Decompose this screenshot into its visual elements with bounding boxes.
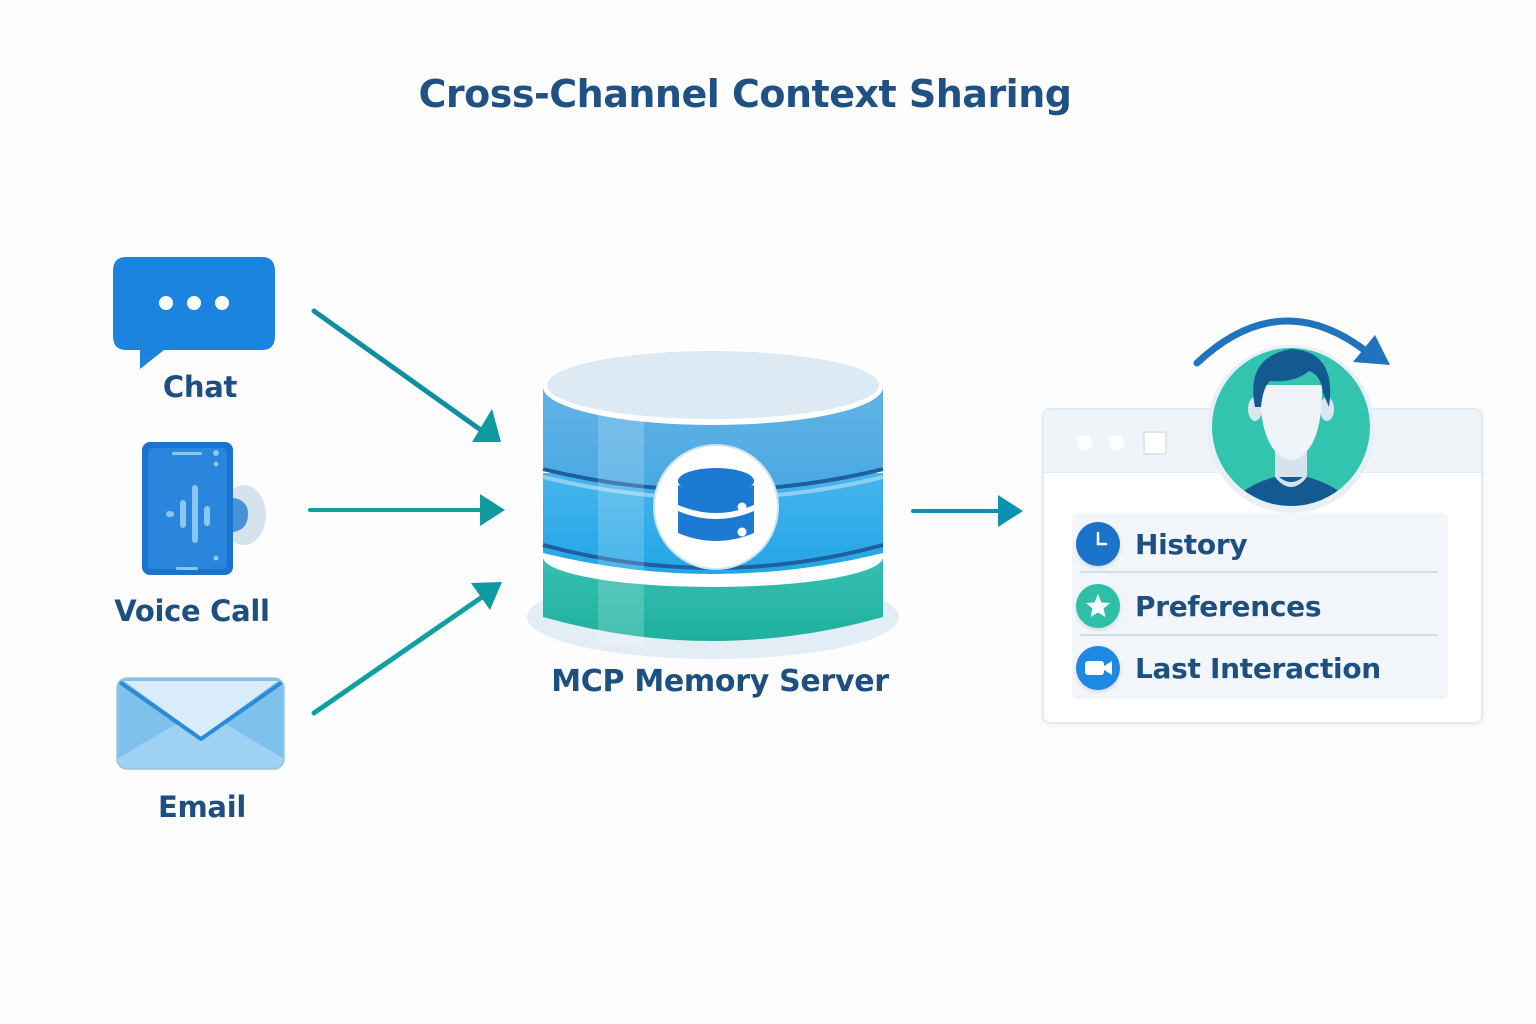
- list-item-label: History: [1135, 527, 1248, 561]
- phone-voice-icon: [142, 442, 266, 575]
- star-icon: [1076, 584, 1120, 628]
- list-item-last-interaction[interactable]: Last Interaction: [1072, 637, 1448, 699]
- context-panel: History Preferences Last Interaction: [1072, 513, 1448, 699]
- customer-profile-window: History Preferences Last Interaction: [1042, 408, 1483, 724]
- window-dot-2[interactable]: [1109, 435, 1124, 450]
- channel-chat: [112, 257, 276, 372]
- divider: [1080, 634, 1438, 636]
- arrow-server-to-profile: [911, 495, 1023, 527]
- list-item-label: Last Interaction: [1135, 651, 1381, 685]
- list-item-preferences[interactable]: Preferences: [1072, 575, 1448, 637]
- channel-voice-call-label: Voice Call: [114, 594, 270, 628]
- video-camera-icon: [1076, 646, 1120, 690]
- list-item-history[interactable]: History: [1072, 513, 1448, 575]
- server-label: MCP Memory Server: [551, 664, 889, 699]
- arrow-voice-to-server: [308, 494, 505, 526]
- list-item-label: Preferences: [1135, 589, 1322, 623]
- mcp-memory-server: [527, 349, 899, 659]
- arrow-chat-to-server: [311, 308, 501, 442]
- clock-icon: [1076, 522, 1120, 566]
- divider: [1080, 571, 1438, 573]
- chat-bubble-icon: [113, 257, 275, 369]
- channel-email: [116, 677, 286, 772]
- curved-arrow-icon: [1193, 317, 1390, 367]
- user-avatar-icon: [1207, 345, 1375, 513]
- envelope-icon: [116, 677, 285, 770]
- channel-voice-call: [140, 440, 270, 580]
- database-icon: [653, 444, 779, 570]
- arrow-email-to-server: [311, 582, 502, 716]
- window-dot-1[interactable]: [1077, 435, 1092, 450]
- channel-chat-label: Chat: [162, 370, 238, 404]
- channel-email-label: Email: [158, 790, 246, 824]
- inbound-arrows: [308, 308, 505, 716]
- diagram-title: Cross-Channel Context Sharing: [418, 72, 1072, 116]
- window-square-button[interactable]: [1143, 431, 1167, 455]
